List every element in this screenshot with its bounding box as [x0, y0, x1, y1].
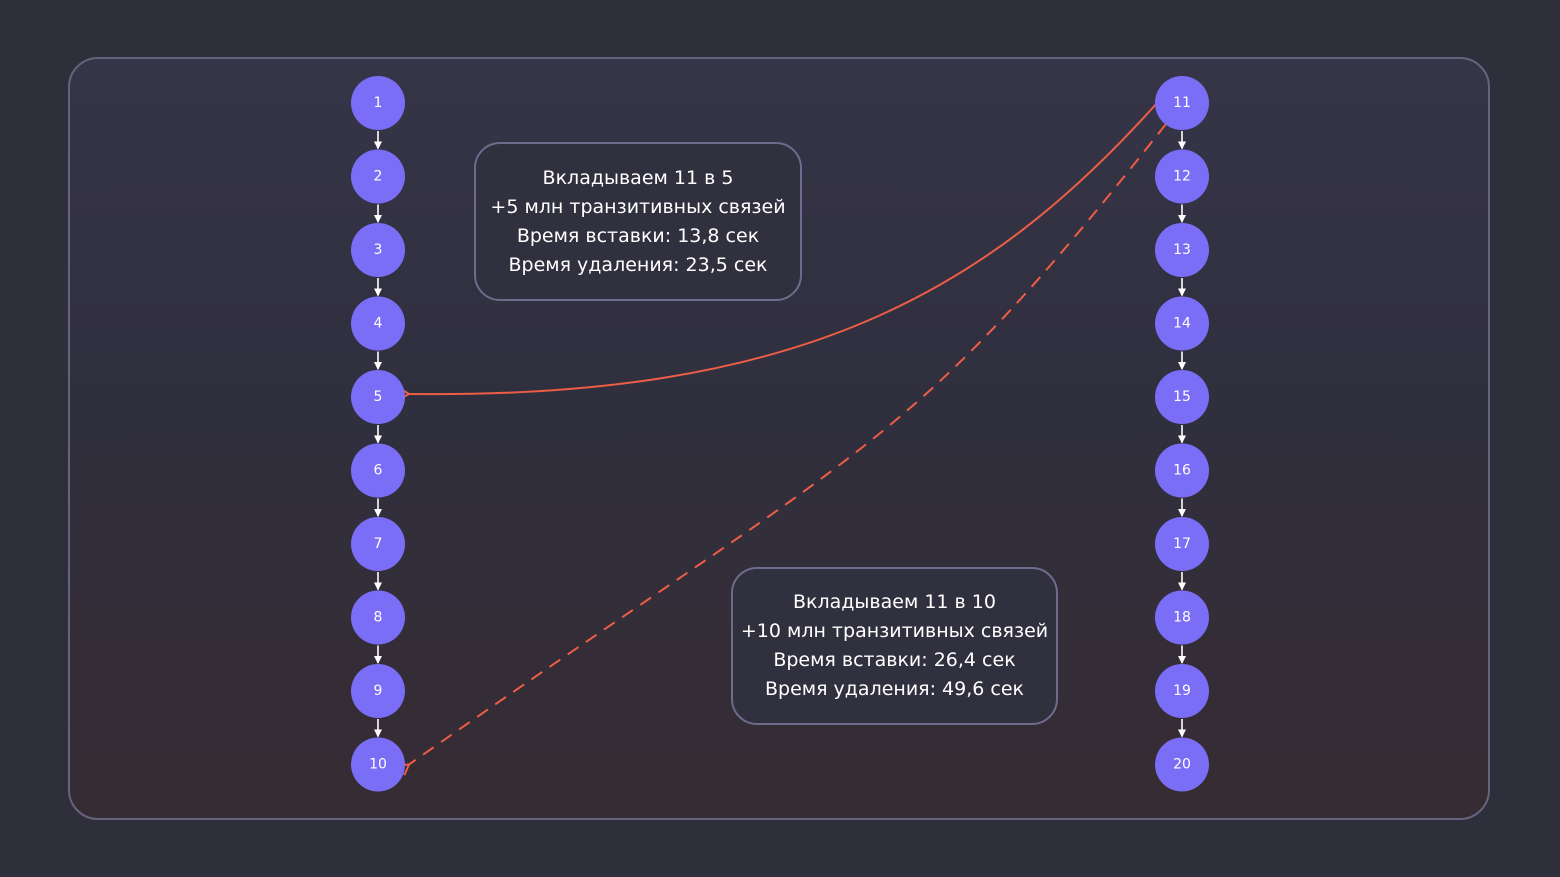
node-4: 4 [351, 296, 405, 351]
node-circle [351, 76, 405, 130]
node-label: 9 [374, 683, 383, 699]
node-label: 18 [1173, 610, 1191, 626]
node-7: 7 [351, 517, 405, 571]
node-circle [351, 149, 405, 204]
node-circle [351, 443, 405, 498]
info-box-insert-time: Время вставки: 26,4 сек [773, 649, 1016, 671]
node-circle [1155, 223, 1209, 277]
node-label: 19 [1173, 683, 1191, 699]
node-9: 9 [351, 664, 405, 718]
node-12: 12 [1155, 149, 1209, 204]
info-box-delete-time: Время удаления: 23,5 сек [508, 253, 768, 276]
node-label: 14 [1173, 316, 1191, 332]
node-2: 2 [351, 149, 405, 204]
node-circle [351, 737, 405, 792]
info-box-title: Вкладываем 11 в 10 [793, 591, 996, 613]
node-circle [351, 664, 405, 718]
node-19: 19 [1155, 664, 1209, 718]
node-label: 11 [1173, 95, 1191, 111]
node-circle [1155, 664, 1209, 718]
nest-edge-11-to-5 [398, 102, 1158, 401]
node-label: 2 [374, 169, 383, 185]
node-circle [1155, 590, 1209, 645]
node-circle [351, 223, 405, 277]
node-circle [1155, 296, 1209, 351]
node-label: 20 [1173, 757, 1191, 773]
node-label: 8 [374, 610, 383, 626]
node-18: 18 [1155, 590, 1209, 645]
node-label: 3 [374, 242, 383, 258]
node-label: 7 [374, 536, 383, 552]
node-3: 3 [351, 223, 405, 277]
node-circle [351, 517, 405, 571]
node-13: 13 [1155, 223, 1209, 277]
node-8: 8 [351, 590, 405, 645]
info-box-links: +5 млн транзитивных связей [490, 195, 786, 218]
node-14: 14 [1155, 296, 1209, 351]
node-circle [1155, 149, 1209, 204]
node-label: 16 [1173, 463, 1191, 479]
node-11: 11 [1155, 76, 1209, 130]
node-circle [351, 296, 405, 351]
node-label: 17 [1173, 536, 1191, 552]
node-6: 6 [351, 443, 405, 498]
nest-edge-11-to-10 [397, 123, 1167, 776]
node-label: 15 [1173, 389, 1191, 405]
node-circle [1155, 443, 1209, 498]
node-label: 1 [374, 95, 383, 111]
node-circle [1155, 737, 1209, 792]
node-label: 13 [1173, 242, 1191, 258]
info-box-nest-10: Вкладываем 11 в 10 +10 млн транзитивных … [731, 567, 1058, 725]
node-16: 16 [1155, 443, 1209, 498]
node-label: 6 [374, 463, 383, 479]
info-box-nest-5: Вкладываем 11 в 5 +5 млн транзитивных св… [474, 142, 802, 301]
info-box-links: +10 млн транзитивных связей [740, 620, 1049, 642]
node-circle [1155, 517, 1209, 571]
node-20: 20 [1155, 737, 1209, 792]
node-label: 5 [374, 389, 383, 405]
node-label: 4 [374, 316, 383, 332]
node-15: 15 [1155, 370, 1209, 424]
node-17: 17 [1155, 517, 1209, 571]
node-label: 10 [369, 757, 387, 773]
info-box-title: Вкладываем 11 в 5 [542, 166, 734, 189]
info-box-insert-time: Время вставки: 13,8 сек [516, 224, 760, 247]
node-circle [351, 590, 405, 645]
node-circle [351, 370, 405, 424]
node-10: 10 [351, 737, 405, 792]
node-1: 1 [351, 76, 405, 130]
node-5: 5 [351, 370, 405, 424]
node-circle [1155, 76, 1209, 130]
node-label: 12 [1173, 169, 1191, 185]
node-circle [1155, 370, 1209, 424]
info-box-delete-time: Время удаления: 49,6 сек [764, 678, 1025, 700]
